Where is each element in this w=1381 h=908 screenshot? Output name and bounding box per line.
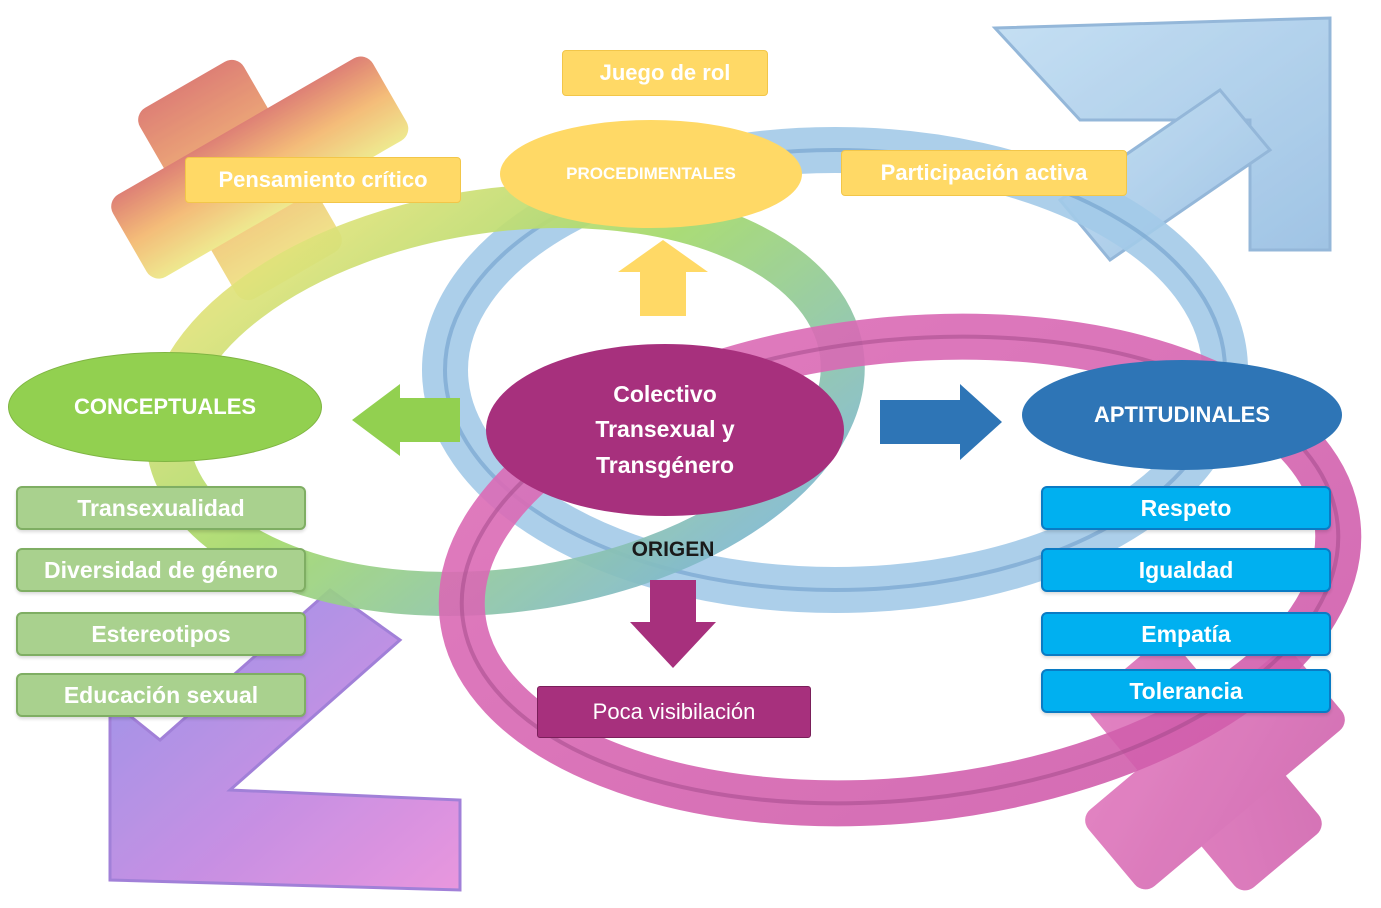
arrow-right	[880, 384, 1002, 460]
arrow-up	[618, 240, 708, 316]
origen-label: ORIGEN	[631, 538, 715, 561]
center-line-2: Transexual y	[595, 416, 735, 443]
center-ellipse: Colectivo Transexual y Transgénero	[486, 344, 844, 516]
center-line-1: Colectivo	[613, 380, 717, 407]
aptitudinales-title: APTITUDINALES	[1094, 402, 1270, 427]
item-tolerancia: Tolerancia	[1041, 669, 1331, 713]
arrow-left	[352, 384, 460, 456]
conceptuales-title: CONCEPTUALES	[73, 394, 257, 419]
item-educacion-sexual: Educación sexual	[16, 673, 306, 717]
item-transexualidad: Transexualidad	[16, 486, 306, 530]
item-estereotipos: Estereotipos	[16, 612, 306, 656]
procedimentales-ellipse: PROCEDIMENTALES	[500, 120, 802, 228]
conceptuales-ellipse: CONCEPTUALES	[8, 352, 322, 462]
item-empatia: Empatía	[1041, 612, 1331, 656]
item-participacion-activa: Participación activa	[841, 150, 1127, 196]
item-igualdad: Igualdad	[1041, 548, 1331, 592]
item-respeto: Respeto	[1041, 486, 1331, 530]
arrow-down	[630, 580, 716, 668]
item-poca-visibilacion: Poca visibilación	[537, 686, 811, 738]
procedimentales-title: PROCEDIMENTALES	[566, 164, 736, 183]
item-juego-de-rol: Juego de rol	[562, 50, 768, 96]
item-pensamiento-critico: Pensamiento crítico	[185, 157, 461, 203]
item-diversidad-de-genero: Diversidad de género	[16, 548, 306, 592]
aptitudinales-ellipse: APTITUDINALES	[1022, 360, 1342, 470]
center-line-3: Transgénero	[595, 451, 735, 478]
